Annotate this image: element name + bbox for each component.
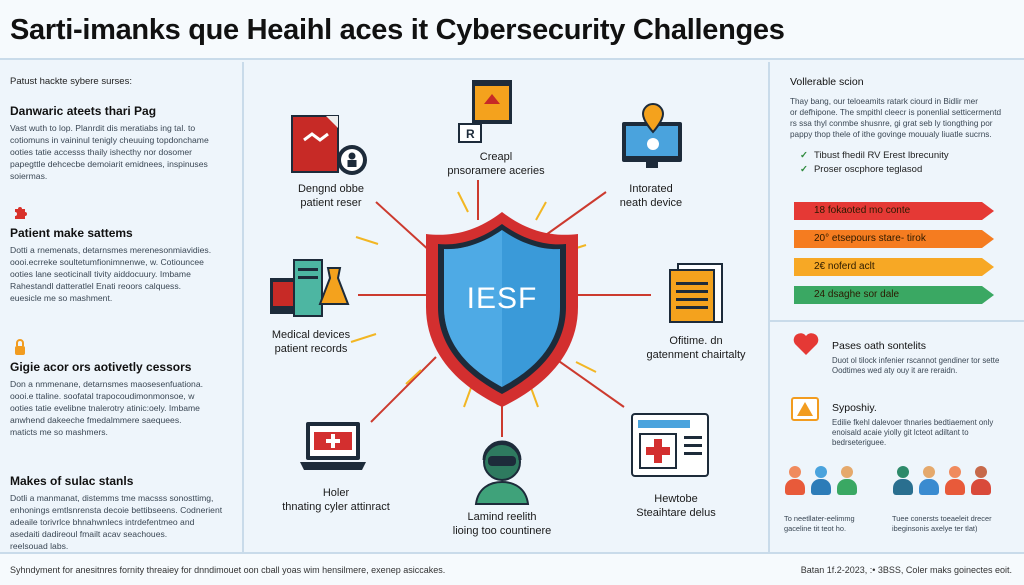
node-bottom-right: Hewtobe Steaihtare delus xyxy=(636,493,716,519)
laptop-alert-icon xyxy=(298,420,368,481)
left-section-text: Dotli a manmanat, distemms tme macsss so… xyxy=(10,493,223,551)
panel2-text-1: Duot ol tilock infenier rscannot gendine… xyxy=(832,356,1000,375)
check-item: ✓Proser oscphore teglasod xyxy=(800,164,923,175)
panel2-heading-2: Syposhiy. xyxy=(832,402,877,414)
caption-left: To neetllater-eelimmg gaceline tit teot … xyxy=(784,514,855,533)
people-group-left xyxy=(784,466,858,496)
svg-text:R: R xyxy=(466,127,475,141)
footer-left-text: Syhndyment for anesitnres fornity threai… xyxy=(10,565,446,575)
check-icon: ✓ xyxy=(800,164,808,175)
left-section-title: Patient make sattems xyxy=(10,226,133,240)
left-panel: Patust hackte sybere surses: Danwaric at… xyxy=(0,62,244,552)
left-section-title: Gigie acor ors aotivetly cessors xyxy=(10,360,192,374)
stat-bar: 24 dsaghe sor dale xyxy=(794,286,994,304)
check-list: ✓Tibust fhedil RV Erest lbrecunity ✓Pros… xyxy=(790,150,1018,175)
left-section-4: Makes of sulac stanls Dotli a manmanat, … xyxy=(10,474,236,552)
warning-icon xyxy=(790,396,820,427)
yellow-dashes xyxy=(350,191,597,408)
footer: Syhndyment for anesitnres fornity threai… xyxy=(0,552,1024,585)
monitor-location-icon xyxy=(618,100,688,181)
node-bottom: Lamind reelith lioing too countinere xyxy=(452,511,552,537)
document-alert-icon xyxy=(290,110,370,189)
left-section-title: Danwaric ateets thari Pag xyxy=(10,104,157,118)
panel2-heading-1: Pases oath sontelits xyxy=(832,340,926,352)
vulnerable-section: Vollerable scion Thay bang, our teloeami… xyxy=(790,76,1018,175)
person-icon xyxy=(918,466,940,496)
node-top-right: Intorated neath device xyxy=(619,183,683,209)
person-icon xyxy=(810,466,832,496)
left-intro: Patust hackte sybere surses: xyxy=(10,76,132,87)
right-heading: Vollerable scion xyxy=(790,76,864,88)
shield-icon xyxy=(426,212,578,407)
footer-right-text: Batan 1f.2-2023, :• 3BSS, Coler maks goi… xyxy=(800,565,1012,575)
node-left: Medical devices patient records xyxy=(271,329,351,355)
page-title: Sarti-imanks que Heaihl aces it Cybersec… xyxy=(0,0,1024,60)
people-group-right xyxy=(892,466,992,496)
person-icon xyxy=(784,466,806,496)
right-panel: Vollerable scion Thay bang, our teloeami… xyxy=(768,62,1024,552)
left-section-1: Danwaric ateets thari Pag Vast wuth to l… xyxy=(10,104,236,182)
shield-label: IESF xyxy=(466,282,538,315)
node-top-left: Dengnd obbe patient reser xyxy=(297,183,365,209)
stat-bar: 2€ noferd aclt xyxy=(794,258,994,276)
divider xyxy=(770,320,1024,322)
lock-icon xyxy=(12,338,28,355)
browser-warning-icon: R xyxy=(456,78,516,153)
left-section-text: Don a nmmenane, detarnsmes maosesenfuati… xyxy=(10,379,203,437)
left-section-text: Vast wuth to lop. Planrdit dis meratiabs… xyxy=(10,123,209,181)
person-icon xyxy=(836,466,858,496)
panel2-text-2: Edilie fkehl dalevoer thnaries bedtiaeme… xyxy=(832,418,994,447)
person-icon xyxy=(970,466,992,496)
person-icon xyxy=(944,466,966,496)
person-icon xyxy=(892,466,914,496)
check-icon: ✓ xyxy=(800,150,808,161)
connector-lines xyxy=(350,180,651,437)
file-cabinet-icon xyxy=(666,260,726,331)
stat-bar: 20° etsepours stare- tirok xyxy=(794,230,994,248)
left-section-2: Patient make sattems Dotti a rnemenats, … xyxy=(10,226,236,304)
medical-monitor-icon xyxy=(630,412,710,483)
node-bottom-left: Holer thnating cyler attinract xyxy=(282,487,390,513)
medical-records-icon xyxy=(268,256,352,325)
central-diagram: IESF Dengnd obbe patient reser R Creapl … xyxy=(246,62,766,552)
hacker-icon xyxy=(472,436,532,511)
puzzle-icon xyxy=(12,204,28,220)
check-item: ✓Tibust fhedil RV Erest lbrecunity xyxy=(800,150,949,161)
caption-right: Tuee conersts toeaeleit drecer ibeginson… xyxy=(892,514,992,533)
node-right: Ofitime. dn gatenment chairtalty xyxy=(646,335,746,361)
node-top: Creapl pnsoramere aceries xyxy=(447,151,545,177)
stat-bar: 18 fokaoted mo conte xyxy=(794,202,994,220)
heart-icon xyxy=(792,332,820,361)
left-section-title: Makes of sulac stanls xyxy=(10,474,134,488)
right-description: Thay bang, our teloeamits ratark ciourd … xyxy=(790,97,1002,139)
left-section-text: Dotti a rnemenats, detarnsmes merenesonm… xyxy=(10,245,212,303)
left-section-3: Gigie acor ors aotivetly cessors Don a n… xyxy=(10,360,236,438)
